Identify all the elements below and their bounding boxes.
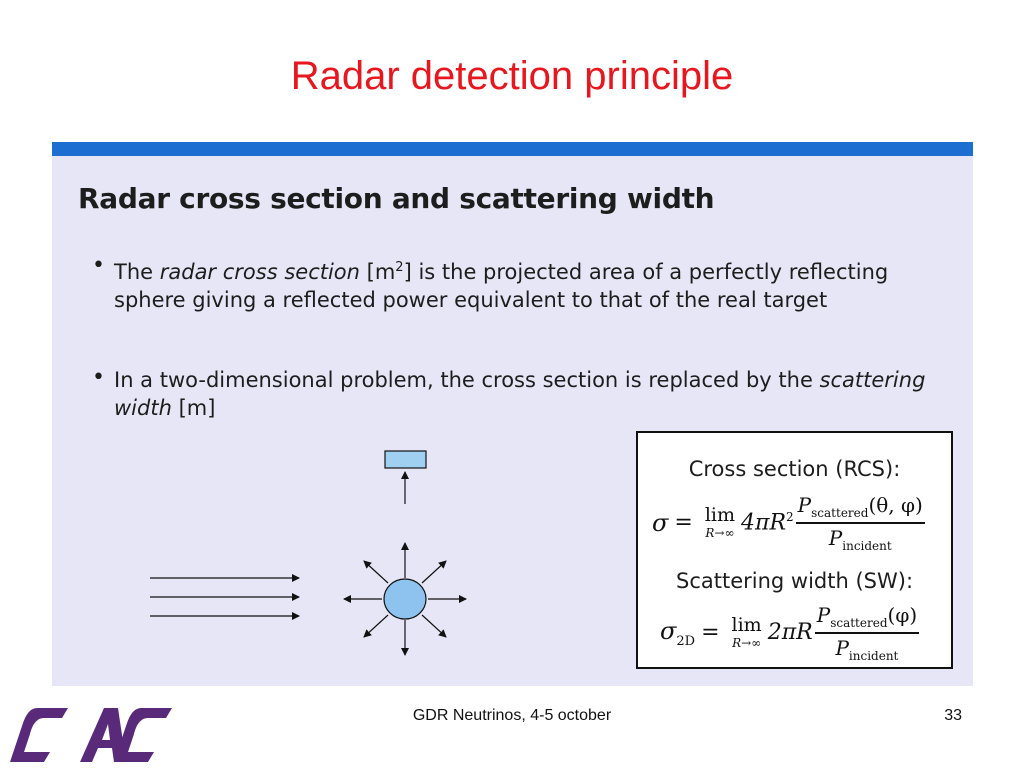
rcs-formula-row: σ = lim R→∞ 4πR2 Pscattered(θ, φ) Pincid… [652,493,925,553]
cac-logo-icon [10,708,172,762]
sw-label: Scattering width (SW): [675,569,914,593]
rcs-label: Cross section (RCS): [688,457,901,481]
bullet-prefix: In a two-dimensional problem, the cross … [114,368,820,392]
panel-heading: Radar cross section and scattering width [78,182,715,215]
bullet-unit-sup: 2 [395,260,404,275]
panel-accent-bar [52,142,973,156]
bullet-text: In a two-dimensional problem, the cross … [114,366,954,422]
sw-limit: lim R→∞ [731,614,762,651]
sw-lhs: σ2D [660,616,696,649]
scattering-sphere-icon [383,578,427,620]
rcs-coef: 4πR2 [741,510,794,536]
page-number: 33 [944,707,962,724]
sw-eq: = [701,620,720,646]
bullet-unit: [m [359,260,396,284]
sw-denominator: Pincident [835,635,899,663]
sw-fraction-rule [814,632,920,634]
sw-lim-word: lim [731,614,762,637]
rcs-fraction: Pscattered(θ, φ) Pincident [795,493,925,553]
sw-numerator: Pscattered(φ) [816,603,918,630]
sw-formula-row: σ2D = lim R→∞ 2πR Pscattered(φ) Pinciden… [660,603,920,663]
rcs-limit: lim R→∞ [704,504,735,541]
bullet-prefix: The [114,260,160,284]
scattering-diagram [150,450,467,656]
bullet-rest: ] is the projected area of a perfectly r… [114,260,889,312]
sw-lim-sub: R→∞ [732,636,762,651]
bullet-scattering-width: • In a two-dimensional problem, the cros… [92,365,954,426]
bullet-dot-icon: • [92,365,105,390]
sw-fraction: Pscattered(φ) Pincident [814,603,920,663]
bullet-text: The radar cross section [m2] is the proj… [114,254,954,314]
bullet-rest: [m] [171,396,216,420]
scattered-wave-arrows [343,542,467,656]
rcs-denominator: Pincident [828,525,892,553]
rcs-lim-sub: R→∞ [705,526,735,541]
bullet-term: scattering width [114,368,926,420]
bullet-term: radar cross section [159,260,360,284]
sw-formula: σ2D = lim R→∞ 2πR Pscattered(φ) Pinciden… [638,599,951,663]
rcs-eq: = [674,510,693,536]
footer-text: GDR Neutrinos, 4-5 october [412,707,612,724]
sw-coef: 2πR [767,620,813,646]
incident-wave-arrows [150,574,300,620]
rcs-lhs: σ [652,508,669,537]
receiver-icon [384,450,427,469]
slide-title: Radar detection principle [290,54,734,98]
rcs-formula: σ = lim R→∞ 4πR2 Pscattered(θ, φ) Pincid… [638,489,951,553]
rcs-numerator: Pscattered(θ, φ) [797,493,923,520]
bullet-dot-icon: • [92,253,105,278]
formula-box: Cross section (RCS): σ = lim R→∞ 4πR2 Ps… [636,431,953,669]
content-panel: Radar cross section and scattering width… [52,142,973,686]
bullet-radar-cross-section: • The radar cross section [m2] is the pr… [92,253,954,344]
rcs-lim-word: lim [704,504,735,527]
rcs-fraction-rule [795,522,925,524]
